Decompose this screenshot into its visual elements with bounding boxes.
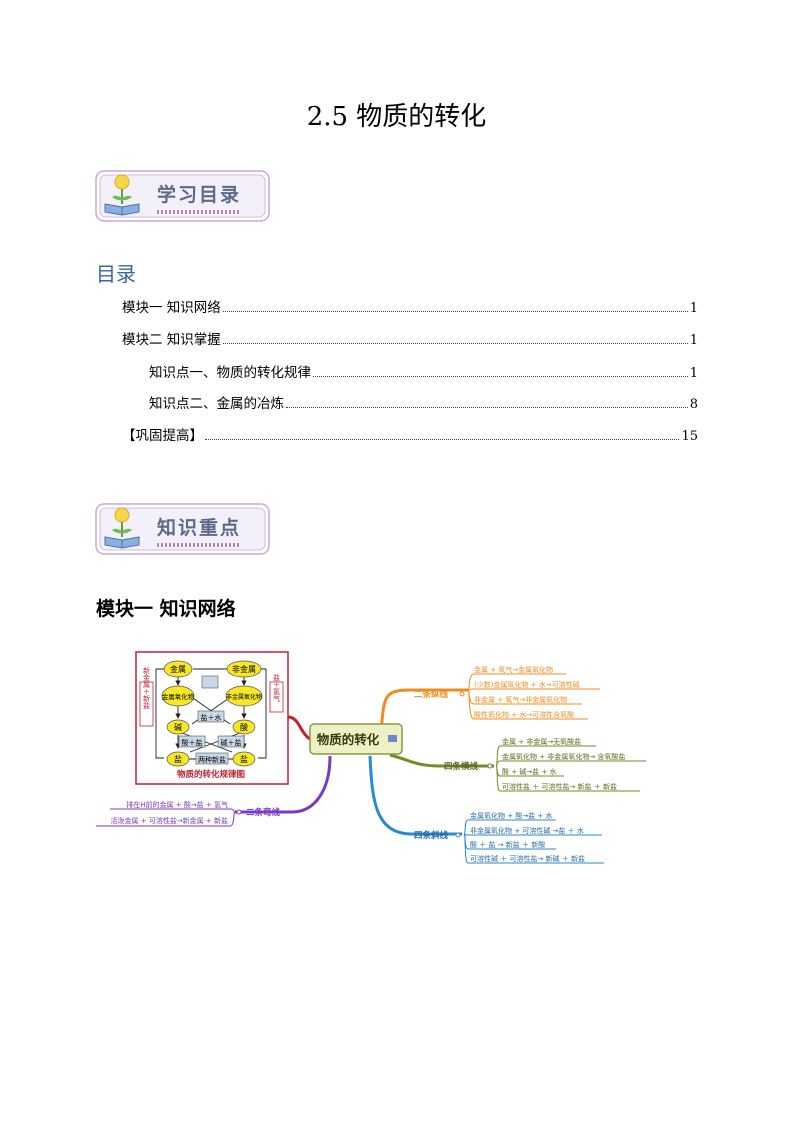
node-base: 碱	[174, 723, 182, 732]
branch-item: 金属氧化物 + 非金属氧化物→ 含氧酸盐	[502, 752, 625, 761]
branch-line-diagonal	[368, 755, 462, 836]
toc-entry-label: 模块二 知识掌握	[122, 332, 221, 348]
node-base-salt: 碱＋盐	[221, 738, 242, 747]
branch-label-horizontal: 四条横线	[444, 761, 479, 772]
node-acid-salt: 酸＋盐	[182, 738, 203, 747]
toc-leader-dots	[313, 376, 688, 377]
toc-leader-dots	[222, 343, 688, 344]
banner-key-points-label: 知识重点	[157, 517, 242, 539]
branch-label-curve: 二条弯线	[246, 807, 281, 818]
branch-line-curve	[235, 755, 332, 814]
module1-heading: 模块一 知识网络	[96, 598, 236, 620]
branch-item: (少数)金属氧化物 + 水→可溶性碱	[474, 680, 580, 689]
node-acid: 酸	[240, 722, 248, 732]
document-title: 2.5 物质的转化	[306, 102, 487, 132]
transformation-rule-diagram: 盐＋水 酸＋盐 碱＋盐 两种新盐 新金属＋新盐 盐＋氢气 金属 非金属 金属氧化…	[135, 651, 289, 785]
knowledge-mindmap-figure: 盐＋水 酸＋盐 碱＋盐 两种新盐 新金属＋新盐 盐＋氢气 金属 非金属 金属氧化…	[96, 651, 646, 864]
banner-underline-pattern	[157, 210, 239, 214]
branch-item: 酸 + 碱→盐 + 水	[502, 767, 557, 776]
toc-entry-label: 模块一 知识网络	[122, 300, 221, 316]
toc-entry[interactable]: 模块一 知识网络 1	[122, 298, 698, 316]
branch-item: 金属 + 氧气→金属氧化物	[474, 665, 553, 674]
branch-label-vertical: 二条纵线	[414, 689, 449, 700]
banner-underline-pattern	[157, 543, 239, 547]
side-label-new-metal-salt: 新金属＋新盐	[143, 666, 151, 709]
toc-entry-label: 知识点一、物质的转化规律	[149, 365, 311, 381]
toc-entry[interactable]: 知识点二、金属的冶炼 8	[149, 394, 698, 412]
open-book-lightbulb-icon	[104, 507, 140, 549]
toc-leader-dots	[205, 439, 680, 440]
branch-item: 排在H前的金属 + 酸→盐 + 氢气	[126, 800, 228, 809]
diagram-caption: 物质的转化规律图	[177, 769, 245, 780]
banner-study-toc-label: 学习目录	[157, 184, 242, 206]
toc-entry-page: 1	[689, 301, 698, 316]
branch-item: 金属氧化物 + 酸→盐 + 水	[470, 811, 553, 820]
toc-entry[interactable]: 知识点一、物质的转化规律 1	[149, 363, 698, 381]
node-two-salts: 两种新盐	[198, 755, 226, 764]
branch-line-horizontal	[389, 753, 494, 768]
branch-item: 可溶性盐 ＋ 可溶性盐→ 新盐 ＋ 新盐	[502, 782, 617, 791]
branch-label-diagonal: 四条斜线	[414, 830, 449, 841]
node-salt-left: 盐	[174, 754, 182, 764]
diagram-arrows	[155, 668, 267, 760]
toc-entry-page: 8	[689, 397, 698, 412]
node-metal: 金属	[170, 664, 186, 674]
branch-item: 非金属 + 氧气→非金属氧化物	[474, 695, 567, 704]
node-salt-water: 盐＋水	[201, 713, 222, 722]
banner-frame	[95, 170, 270, 222]
node-nonmetal: 非金属	[232, 664, 256, 674]
toc-entry-label: 【巩固提高】	[122, 428, 203, 444]
node-salt-right: 盐	[240, 754, 248, 764]
branch-item: 酸 ＋ 盐 → 新盐 ＋ 新酸	[470, 840, 545, 849]
banner-frame	[95, 503, 270, 555]
node-nonmetal-oxide: 非金属氧化物	[226, 693, 262, 701]
toc-entry[interactable]: 模块二 知识掌握 1	[122, 330, 698, 348]
branch-item: 酸性氧化物 + 水→可溶性含氧酸	[474, 710, 574, 719]
toc-leader-dots	[286, 407, 688, 408]
mindmap-center-node	[309, 723, 403, 755]
toc-entry[interactable]: 【巩固提高】 15	[122, 426, 698, 444]
side-label-salt-hydrogen: 盐＋氢气	[273, 673, 281, 702]
branch-item: 可溶性碱 ＋ 可溶性盐→ 新碱 ＋ 新盐	[470, 854, 585, 863]
branch-item: 非金属氧化物 + 可溶性碱 →盐 ＋ 水	[470, 826, 584, 835]
toc-entry-page: 1	[689, 333, 698, 348]
connector-diagram	[287, 715, 313, 742]
banner-key-points: 知识重点	[95, 503, 270, 555]
open-book-lightbulb-icon	[104, 174, 140, 216]
toc-entry-page: 15	[681, 429, 698, 444]
branch-item: 活泼金属 + 可溶性盐→新金属 + 新盐	[111, 816, 229, 825]
branch-item: 金属 + 非金属→无氧酸盐	[502, 737, 581, 746]
node-metal-oxide: 金属氧化物	[162, 692, 195, 701]
banner-study-toc: 学习目录	[95, 170, 270, 222]
toc-leader-dots	[222, 311, 688, 312]
toc-entry-page: 1	[689, 366, 698, 381]
toc-heading: 目录	[96, 262, 136, 286]
mindmap-center-label: 物质的转化	[317, 732, 380, 747]
toc-entry-label: 知识点二、金属的冶炼	[149, 396, 284, 412]
note-icon	[388, 735, 397, 742]
